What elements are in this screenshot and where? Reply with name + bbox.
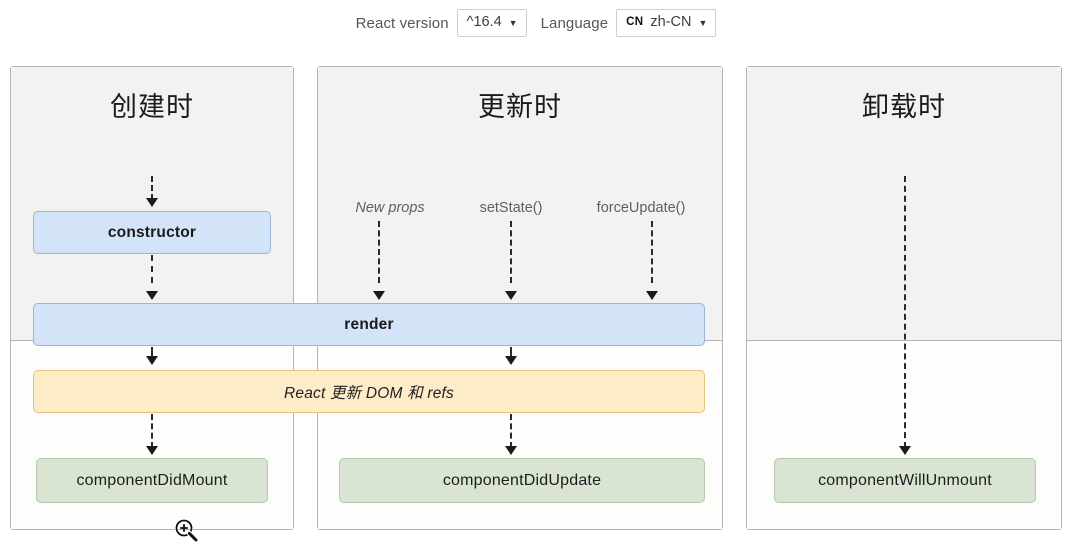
connector-line	[378, 221, 380, 283]
arrowhead-icon	[899, 446, 911, 455]
react-version-control: React version ^16.4 ▼	[356, 9, 527, 37]
react-version-select[interactable]: ^16.4 ▼	[456, 9, 527, 37]
connector-line	[151, 255, 153, 283]
react-version-label: React version	[355, 14, 449, 32]
country-flag-icon: CN	[626, 15, 644, 28]
lifecycle-box-component-did-update[interactable]: componentDidUpdate	[339, 458, 705, 503]
trigger-set-state: setState()	[479, 200, 543, 216]
lifecycle-box-component-will-unmount[interactable]: componentWillUnmount	[774, 458, 1036, 503]
trigger-force-update: forceUpdate()	[596, 200, 686, 216]
lifecycle-box-render[interactable]: render	[33, 303, 705, 346]
connector-line	[510, 347, 512, 358]
lifecycle-box-component-did-mount[interactable]: componentDidMount	[36, 458, 268, 503]
language-value: zh-CN	[650, 14, 692, 31]
arrowhead-icon	[646, 291, 658, 300]
arrowhead-icon	[505, 356, 517, 365]
arrowhead-icon	[146, 446, 158, 455]
arrowhead-icon	[146, 291, 158, 300]
connector-line	[151, 176, 153, 200]
panel-title-mounting: 创建时	[110, 92, 194, 122]
lifecycle-box-react-updates-dom[interactable]: React 更新 DOM 和 refs	[33, 370, 705, 413]
chevron-down-icon: ▼	[698, 18, 708, 29]
arrowhead-icon	[505, 446, 517, 455]
arrowhead-icon	[146, 198, 158, 207]
arrowhead-icon	[373, 291, 385, 300]
connector-line	[651, 221, 653, 283]
connector-line	[510, 414, 512, 448]
language-select[interactable]: CN zh-CN ▼	[616, 9, 717, 37]
connector-line	[151, 414, 153, 448]
connector-line	[151, 347, 153, 358]
language-label: Language	[540, 14, 609, 32]
toolbar: React version ^16.4 ▼ Language CN zh-CN …	[0, 0, 1072, 46]
react-version-value: ^16.4	[466, 14, 502, 31]
trigger-new-props: New props	[355, 200, 425, 216]
arrowhead-icon	[146, 356, 158, 365]
lifecycle-box-constructor[interactable]: constructor	[33, 211, 271, 254]
chevron-down-icon: ▼	[508, 18, 518, 29]
lifecycle-diagram: 创建时 更新时 卸载时 New props setState() forceUp…	[0, 46, 1072, 543]
language-control: Language CN zh-CN ▼	[541, 9, 717, 37]
arrowhead-icon	[505, 291, 517, 300]
panel-title-unmounting: 卸载时	[862, 92, 946, 122]
connector-line	[510, 221, 512, 283]
panel-title-updating: 更新时	[478, 92, 562, 122]
connector-line	[904, 176, 906, 448]
